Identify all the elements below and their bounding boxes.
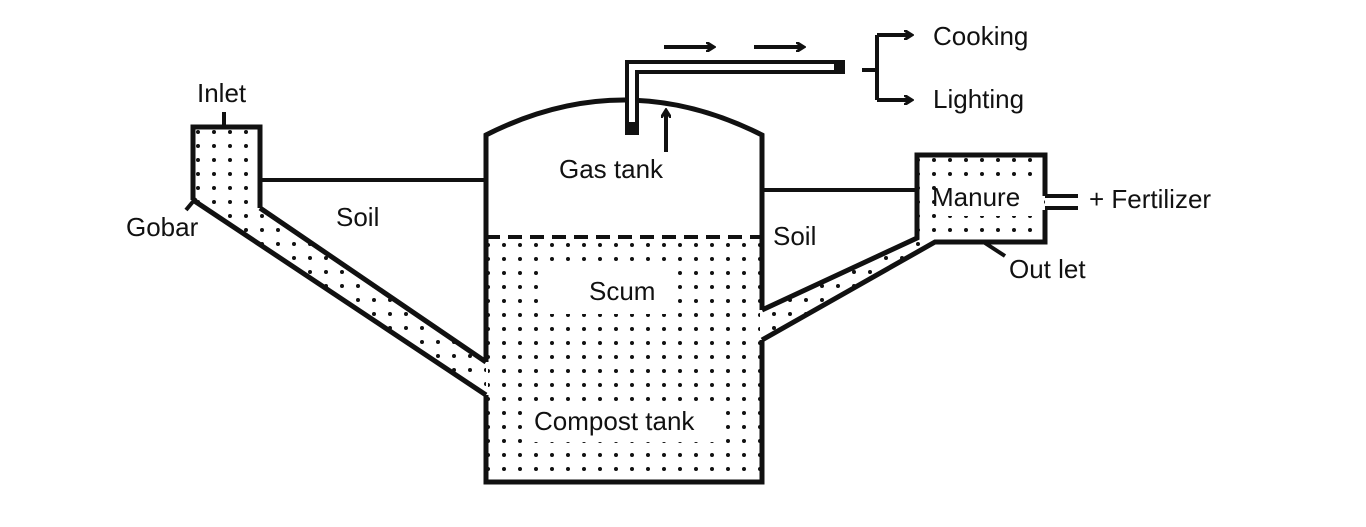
gas-pipe xyxy=(625,60,845,135)
branch-arrows xyxy=(862,35,910,100)
inlet-chamber xyxy=(190,112,488,398)
label-gobar: Gobar xyxy=(126,212,199,242)
digester-tank xyxy=(483,97,765,485)
label-soil-left: Soil xyxy=(336,202,379,232)
label-compost-tank: Compost tank xyxy=(534,406,695,436)
label-soil-right: Soil xyxy=(773,221,816,251)
label-manure: Manure xyxy=(932,182,1020,212)
outlet-chamber xyxy=(760,152,1078,343)
label-scum: Scum xyxy=(589,276,655,306)
label-outlet: Out let xyxy=(1009,254,1086,284)
label-lighting: Lighting xyxy=(933,84,1024,114)
label-inlet: Inlet xyxy=(197,78,247,108)
label-cooking: Cooking xyxy=(933,21,1028,51)
label-gas-tank: Gas tank xyxy=(559,154,664,184)
label-fertilizer: + Fertilizer xyxy=(1089,184,1211,214)
